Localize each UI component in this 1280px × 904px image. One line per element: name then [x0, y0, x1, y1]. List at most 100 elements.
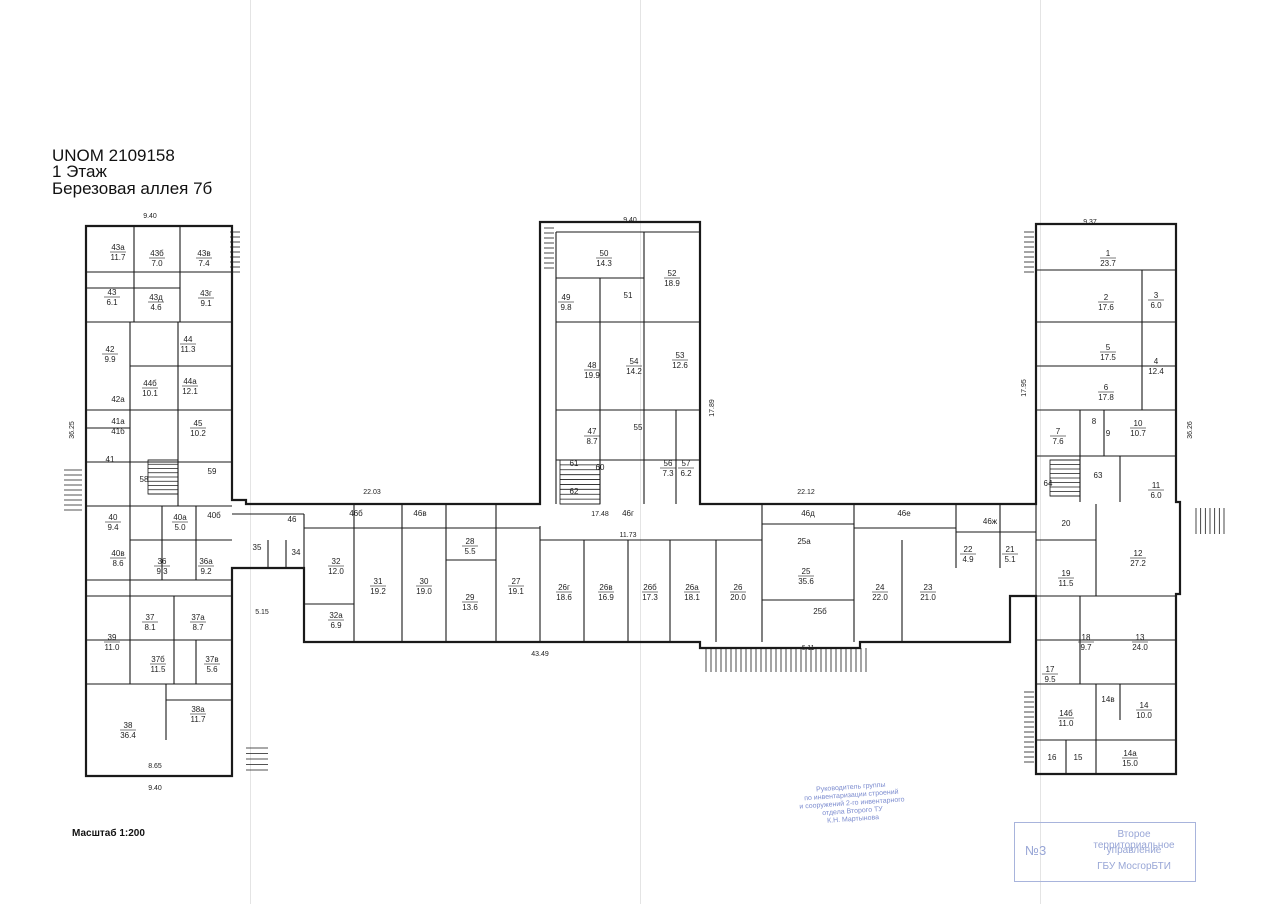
room-area: 9.2 — [200, 567, 212, 576]
dimension-label: 17.48 — [591, 511, 609, 518]
room-number: 46г — [622, 509, 634, 518]
room-number: 40б — [207, 511, 221, 520]
room-number: 40 — [109, 513, 118, 522]
room-number: 32 — [332, 557, 341, 566]
room-number: 43г — [200, 289, 212, 298]
room-number: 26а — [685, 583, 699, 592]
room-label: 42а — [111, 395, 125, 404]
room-number: 22 — [964, 545, 973, 554]
room-area: 6.2 — [680, 469, 692, 478]
room-number: 39 — [108, 633, 117, 642]
building-outline — [84, 220, 1182, 778]
room-label: 8 — [1092, 417, 1097, 426]
room-number: 14б — [1059, 709, 1073, 718]
room-area: 8.1 — [144, 623, 156, 632]
room-area: 22.0 — [872, 593, 888, 602]
room-area: 10.2 — [190, 429, 206, 438]
room-label: 567.3 — [660, 459, 676, 478]
dimension-label: 11.73 — [620, 532, 637, 539]
room-area: 9.5 — [1044, 675, 1056, 684]
room-area: 9.7 — [1080, 643, 1092, 652]
room-label: 59 — [208, 467, 217, 476]
room-area: 10.7 — [1130, 429, 1146, 438]
room-area: 11.0 — [1059, 719, 1075, 728]
room-number: 41 — [106, 455, 115, 464]
room-number: 19 — [1062, 569, 1071, 578]
room-area: 19.0 — [416, 587, 432, 596]
room-number: 21 — [1006, 545, 1015, 554]
room-area: 12.4 — [1148, 367, 1164, 376]
room-number: 61 — [570, 459, 579, 468]
room-number: 43д — [149, 293, 163, 302]
room-area: 11.7 — [191, 715, 207, 724]
scale-label: Масштаб 1:200 — [72, 828, 145, 839]
dimension-label: 5.15 — [255, 609, 269, 616]
address-label: Березовая аллея 7б — [52, 179, 213, 198]
room-label: 64 — [1044, 479, 1053, 488]
room-number: 26г — [558, 583, 570, 592]
room-number: 37а — [191, 613, 205, 622]
room-number: 52 — [668, 269, 677, 278]
stamp-line: Второе территориальное — [1093, 829, 1175, 851]
room-number: 15 — [1074, 753, 1083, 762]
room-label: 16 — [1048, 753, 1057, 762]
room-number: 29 — [466, 593, 475, 602]
room-number: 32а — [329, 611, 343, 620]
room-label: 46е — [897, 509, 911, 518]
room-number: 37 — [146, 613, 155, 622]
room-number: 46е — [897, 509, 911, 518]
room-area: 18.9 — [664, 279, 680, 288]
room-label: 46г — [622, 509, 634, 518]
dimension-label: 43.49 — [531, 651, 549, 658]
room-number: 6 — [1104, 383, 1109, 392]
room-label: 77.6 — [1050, 427, 1066, 446]
room-number: 24 — [876, 583, 885, 592]
room-area: 19.9 — [584, 371, 600, 380]
room-area: 11.3 — [181, 345, 197, 354]
room-label: 369.3 — [154, 557, 170, 576]
room-number: 40в — [111, 549, 124, 558]
room-number: 14в — [1101, 695, 1114, 704]
room-area: 14.3 — [596, 259, 612, 268]
room-label: 412.4 — [1148, 357, 1164, 376]
room-number: 4 — [1154, 357, 1159, 366]
room-number: 41а — [111, 417, 125, 426]
room-area: 8.7 — [586, 437, 598, 446]
room-number: 14а — [1123, 749, 1137, 758]
sheet-fold-line — [250, 0, 251, 904]
room-label: 285.5 — [462, 537, 478, 556]
room-label: 576.2 — [678, 459, 694, 478]
room-area: 17.6 — [1098, 303, 1114, 312]
room-label: 34 — [292, 548, 301, 557]
room-label: 46в — [413, 509, 426, 518]
room-area: 5.1 — [1004, 555, 1016, 564]
dimension-label: 6.11 — [801, 645, 814, 652]
stamp-number: №3 — [1025, 843, 1047, 858]
room-number: 46б — [349, 509, 363, 518]
room-area: 17.3 — [642, 593, 658, 602]
room-number: 26 — [734, 583, 743, 592]
room-label: 14в — [1101, 695, 1114, 704]
room-number: 12 — [1134, 549, 1143, 558]
room-area: 17.8 — [1098, 393, 1114, 402]
room-number: 10 — [1134, 419, 1143, 428]
room-area: 5.6 — [206, 665, 218, 674]
room-area: 7.3 — [662, 469, 674, 478]
room-number: 25 — [802, 567, 811, 576]
room-area: 8.6 — [112, 559, 124, 568]
room-number: 54 — [630, 357, 639, 366]
room-area: 5.5 — [464, 547, 476, 556]
